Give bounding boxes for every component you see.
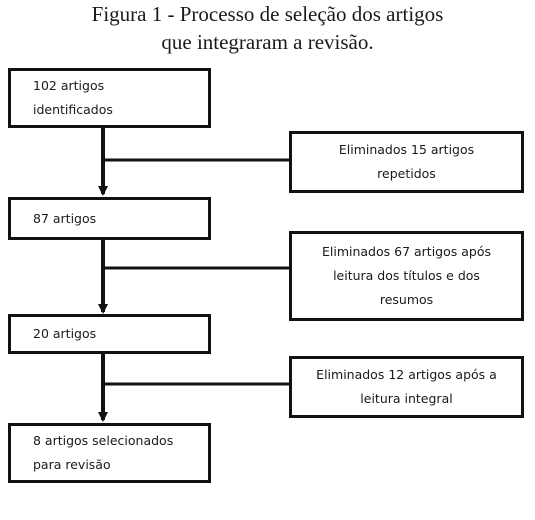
exclusion-box-fulltext: Eliminados 12 artigos após a leitura int… (289, 356, 524, 418)
exclusion-label-fulltext: Eliminados 12 artigos após a leitura int… (316, 367, 497, 406)
stage-box-20: 20 artigos (8, 314, 211, 354)
stage-box-identified: 102 artigos identificados (8, 68, 211, 128)
exclusion-label-duplicates: Eliminados 15 artigos repetidos (338, 142, 475, 181)
exclusion-box-duplicates: Eliminados 15 artigos repetidos (289, 131, 524, 193)
stage-label-20: 20 artigos (33, 326, 97, 341)
exclusion-box-titles-abstracts: Eliminados 67 artigos após leitura dos t… (289, 231, 524, 321)
exclusion-label-titles-abstracts: Eliminados 67 artigos após leitura dos t… (321, 244, 492, 307)
stage-label-selected: 8 artigos selecionados para revisão (33, 433, 174, 472)
stage-box-selected: 8 artigos selecionados para revisão (8, 423, 211, 483)
stage-label-87: 87 artigos (33, 210, 97, 226)
caption-line-1: Figura 1 - Processo de seleção dos artig… (91, 2, 444, 26)
caption-line-2: que integraram a revisão. (161, 30, 374, 54)
stage-box-87: 87 artigos (8, 197, 211, 240)
figure-caption: Figura 1 - Processo de seleção dos artig… (0, 0, 535, 56)
stage-label-identified: 102 artigos identificados (33, 78, 113, 117)
